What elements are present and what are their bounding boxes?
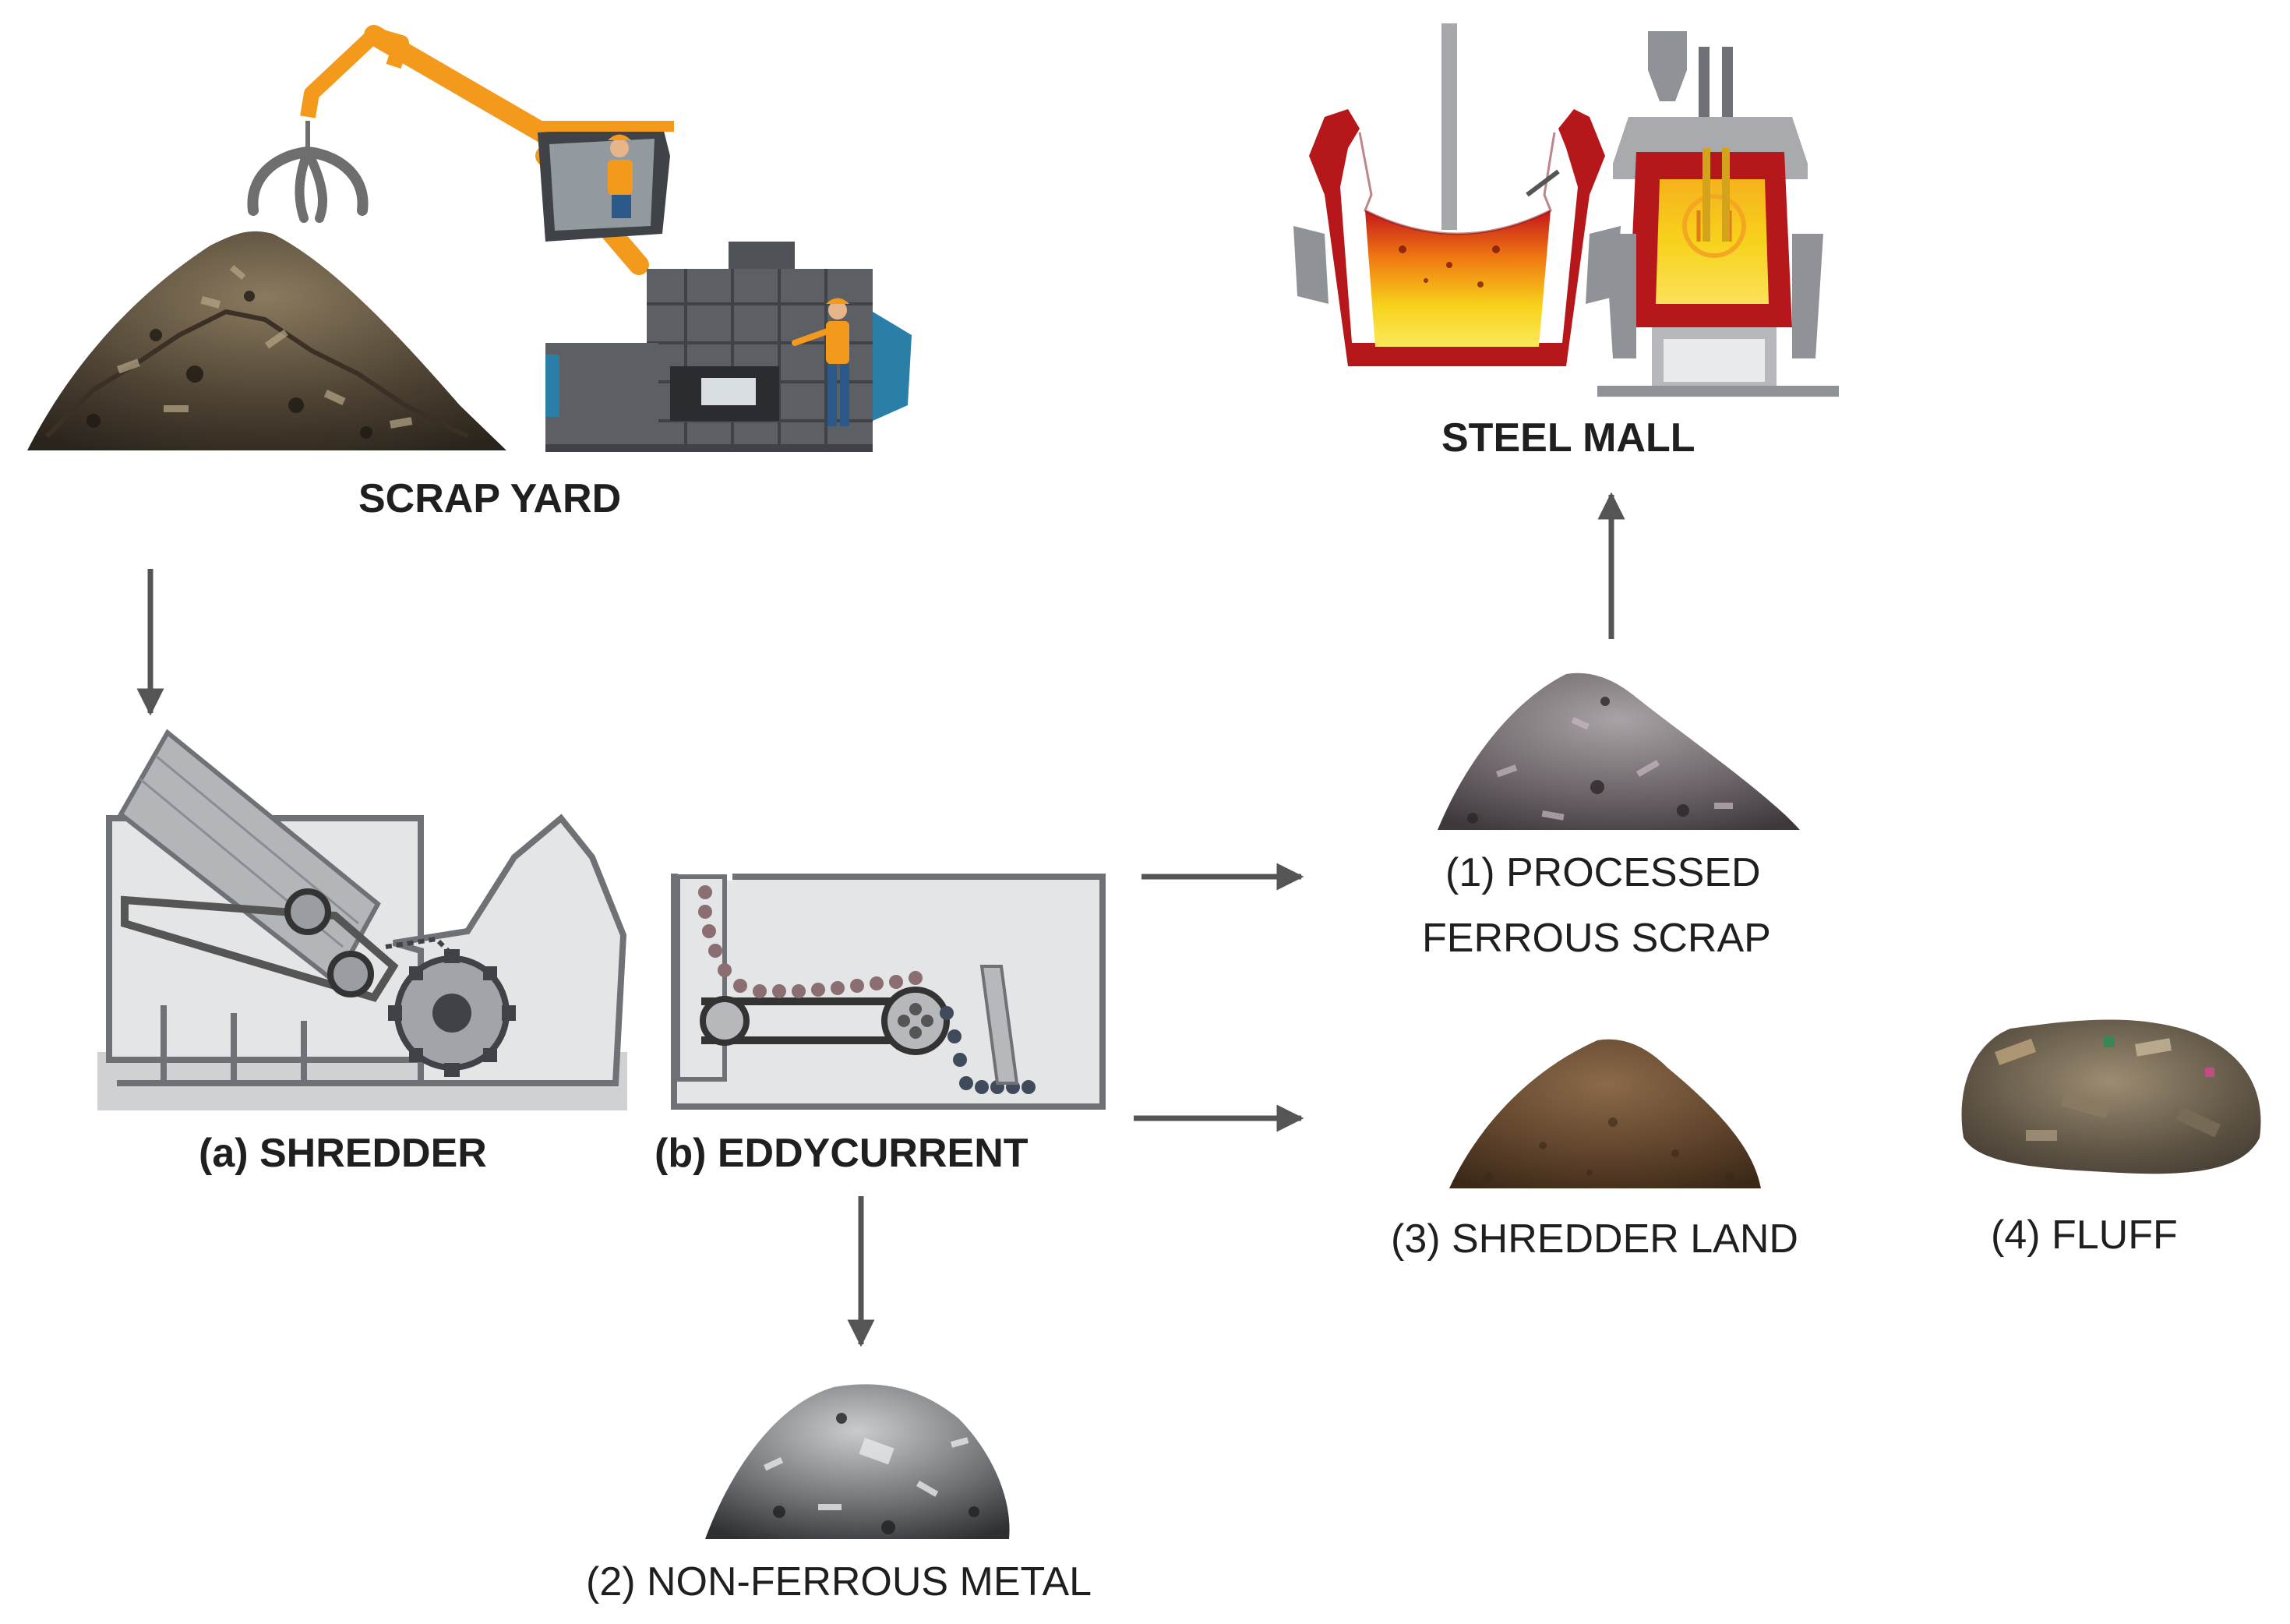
crane-icon: [247, 25, 674, 275]
processed-ferrous-label-line2: FERROUS SCRAP: [1422, 916, 1771, 961]
non-ferrous-label: (2) NON-FERROUS METAL: [586, 1559, 1092, 1605]
steel-mall-label: STEEL MALL: [1441, 415, 1695, 461]
baler-machine-icon: [545, 242, 912, 452]
eddycurrent-label: (b) EDDYCURRENT: [655, 1131, 1029, 1176]
processed-ferrous-label-line1: (1) PROCESSED: [1445, 850, 1761, 895]
scrap-pile-icon: [27, 231, 506, 450]
scrap-yard-label: SCRAP YARD: [358, 476, 622, 521]
fluff-label: (4) FLUFF: [1991, 1213, 2178, 1258]
shredder-label: (a) SHREDDER: [199, 1131, 487, 1176]
ferrous-pile-icon: [1438, 673, 1800, 830]
eddy-current-separator-icon: [671, 873, 1106, 1110]
electric-arc-furnace-icon: [1597, 31, 1839, 397]
fluff-pile-icon: [1961, 1019, 2261, 1174]
soil-pile-icon: [1449, 1039, 1761, 1188]
shredder-machine-icon: [97, 729, 627, 1110]
shredder-land-label: (3) SHREDDER LAND: [1391, 1216, 1798, 1262]
ladle-furnace-icon: [1293, 23, 1621, 366]
non-ferrous-pile-icon: [705, 1384, 1010, 1539]
